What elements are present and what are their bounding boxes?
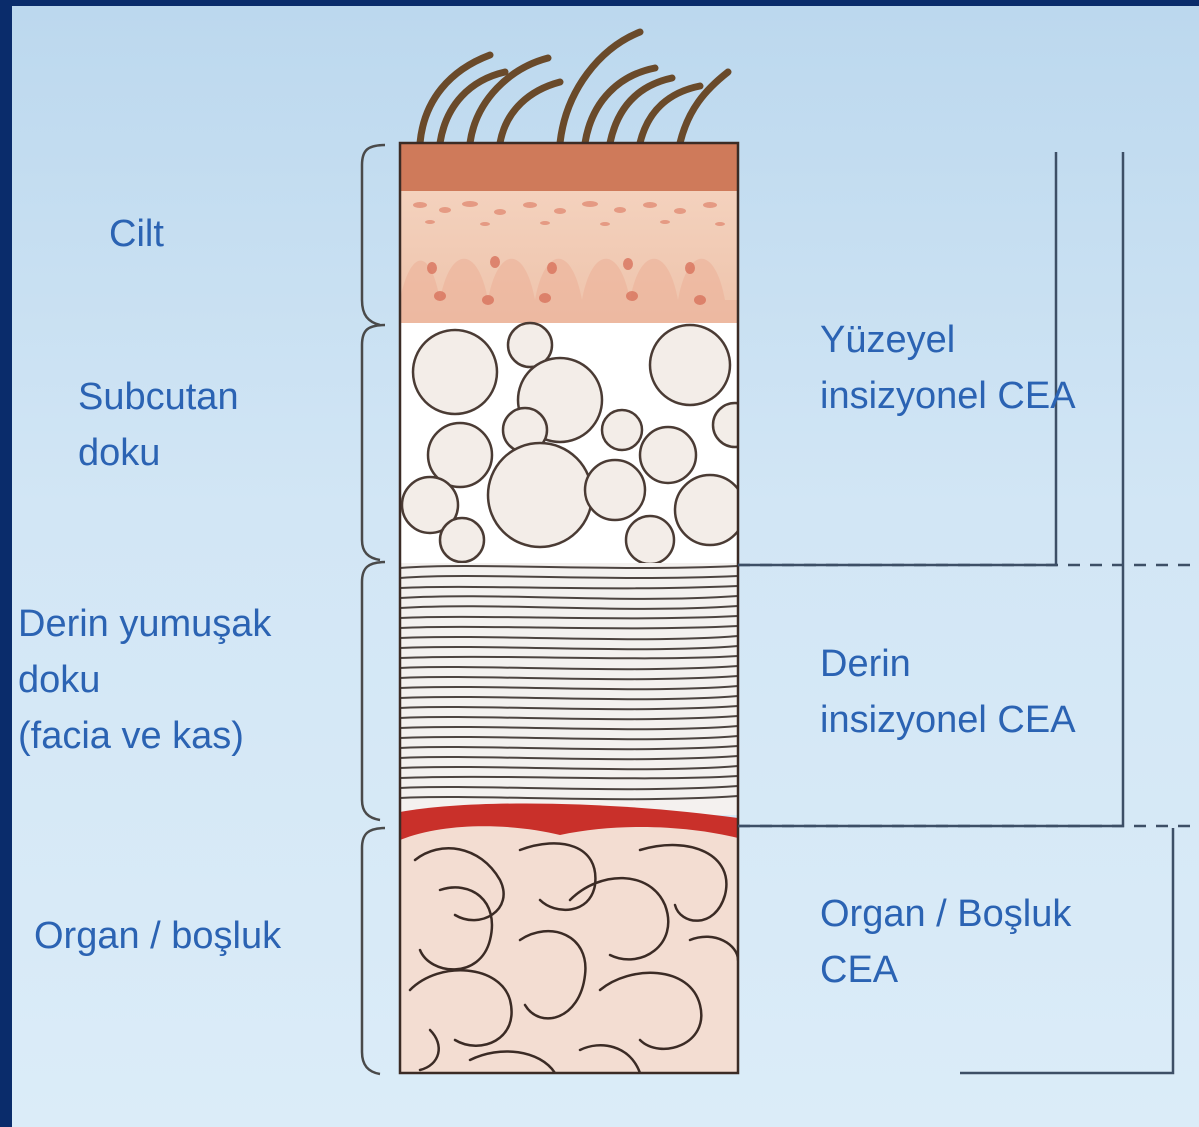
label-deep-incisional-line1: Derin: [820, 636, 1076, 692]
bracket-deep-soft-tissue: [362, 562, 385, 820]
hair-strands: [420, 32, 728, 143]
label-superficial-incisional: Yüzeyel insizyonel CEA: [820, 312, 1076, 424]
label-deep-incisional-line2: insizyonel CEA: [820, 692, 1076, 748]
diagram-canvas: Cilt Subcutan doku Derin yumuşak doku (f…: [12, 6, 1199, 1127]
bracket-subcutaneous: [362, 325, 385, 560]
label-organ-space-ssi-line1: Organ / Boşluk: [820, 886, 1071, 942]
label-superficial-incisional-line2: insizyonel CEA: [820, 368, 1076, 424]
label-subcutaneous-line2: doku: [78, 425, 239, 481]
label-deep-soft-tissue-line3: (facia ve kas): [18, 708, 271, 764]
label-organ-space: Organ / boşluk: [34, 908, 281, 964]
subcutaneous-fat-layer: [400, 323, 757, 564]
organ-intestines-layer: [400, 826, 738, 1073]
left-brackets: [362, 145, 385, 1074]
label-organ-space-ssi-line2: CEA: [820, 942, 1071, 998]
fascia-muscle-layer: [400, 563, 738, 815]
label-superficial-incisional-line1: Yüzeyel: [820, 312, 1076, 368]
bracket-skin: [362, 145, 385, 325]
bracket-organ-space: [362, 828, 385, 1074]
label-subcutaneous-line1: Subcutan: [78, 369, 239, 425]
label-skin: Cilt: [109, 206, 164, 262]
label-skin-line: Cilt: [109, 206, 164, 262]
label-deep-soft-tissue-line2: doku: [18, 652, 271, 708]
label-deep-soft-tissue: Derin yumuşak doku (facia ve kas): [18, 596, 271, 764]
label-deep-soft-tissue-line1: Derin yumuşak: [18, 596, 271, 652]
label-organ-space-line: Organ / boşluk: [34, 908, 281, 964]
skin-layer: [400, 143, 738, 323]
label-organ-space-ssi: Organ / Boşluk CEA: [820, 886, 1071, 998]
label-subcutaneous: Subcutan doku: [78, 369, 239, 481]
label-deep-incisional: Derin insizyonel CEA: [820, 636, 1076, 748]
